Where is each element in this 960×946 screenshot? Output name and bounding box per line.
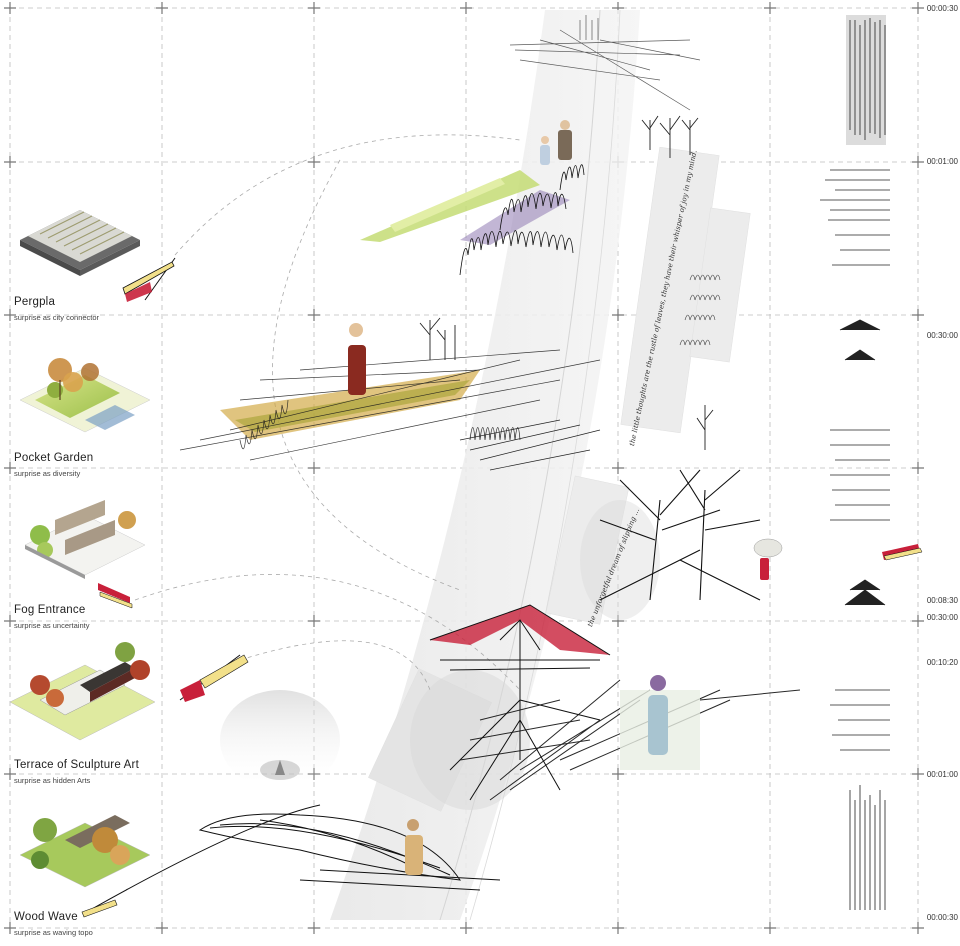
pergola-axonometric (20, 210, 140, 276)
curved-road (330, 10, 640, 920)
flag-pergola (122, 257, 176, 302)
flag-terrace (179, 654, 249, 702)
bare-trees-top (641, 115, 699, 158)
grass-right (679, 274, 721, 346)
fog-entrance-axonometric (24, 500, 146, 579)
timeline-label: 00:30:00 (926, 331, 958, 340)
section-subtitle: surprise as city connector (14, 313, 100, 322)
timeline-label: 00:00:30 (926, 913, 958, 922)
grid-crosshairs (4, 2, 924, 934)
timeline-label: 00:10:20 (926, 658, 958, 667)
section-subtitle: surprise as diversity (14, 469, 81, 478)
figure-woman (620, 675, 700, 770)
timeline-label: 00:00:30 (926, 4, 958, 13)
section-title: Fog Entrance (14, 604, 86, 616)
section-subtitle: surprise as uncertainty (14, 621, 90, 630)
section-title: Pergpla (14, 296, 56, 308)
section-subtitle: surprise as waving topo (14, 928, 93, 937)
timeline-bars (820, 15, 890, 910)
section-fog-entrance: Fog Entrance surprise as uncertainty (14, 604, 89, 630)
timeline-label: 00:30:00 (926, 613, 958, 622)
section-title: Pocket Garden (14, 452, 94, 464)
timeline-label: 00:08:30 (926, 596, 958, 605)
fog-trees (599, 469, 761, 601)
flag-woodwave (81, 804, 321, 918)
terrace-axonometric (9, 642, 156, 741)
section-terrace: Terrace of Sculpture Art surprise as hid… (14, 759, 139, 785)
pavilion-sketch (429, 604, 611, 801)
fog-silhouette (260, 760, 300, 780)
figure-umbrella (753, 538, 783, 580)
sculpture-strokes (459, 679, 801, 801)
section-subtitle: surprise as hidden Arts (14, 776, 91, 785)
section-title: Wood Wave (14, 911, 78, 923)
bare-trees-mid (419, 317, 714, 450)
timeline-label: 00:01:00 (926, 770, 958, 779)
section-wood-wave: Wood Wave surprise as waving topo (14, 911, 93, 937)
flag-timeline (882, 544, 923, 561)
pocket-garden-axonometric (19, 358, 151, 433)
figures-top (540, 120, 572, 165)
section-pocket-garden: Pocket Garden surprise as diversity (14, 452, 93, 478)
grass-tufts (459, 164, 585, 276)
top-sketch (509, 15, 701, 111)
section-pergpla: Pergpla surprise as city connector (14, 296, 99, 322)
section-title: Terrace of Sculpture Art (14, 759, 139, 771)
grass-block-mid (459, 419, 601, 471)
figure-sitting (405, 819, 423, 875)
wood-wave-axonometric (19, 815, 151, 888)
flag-fog (98, 583, 133, 609)
pocket-garden-sketch (179, 323, 601, 461)
timeline-label: 00:01:00 (926, 157, 958, 166)
